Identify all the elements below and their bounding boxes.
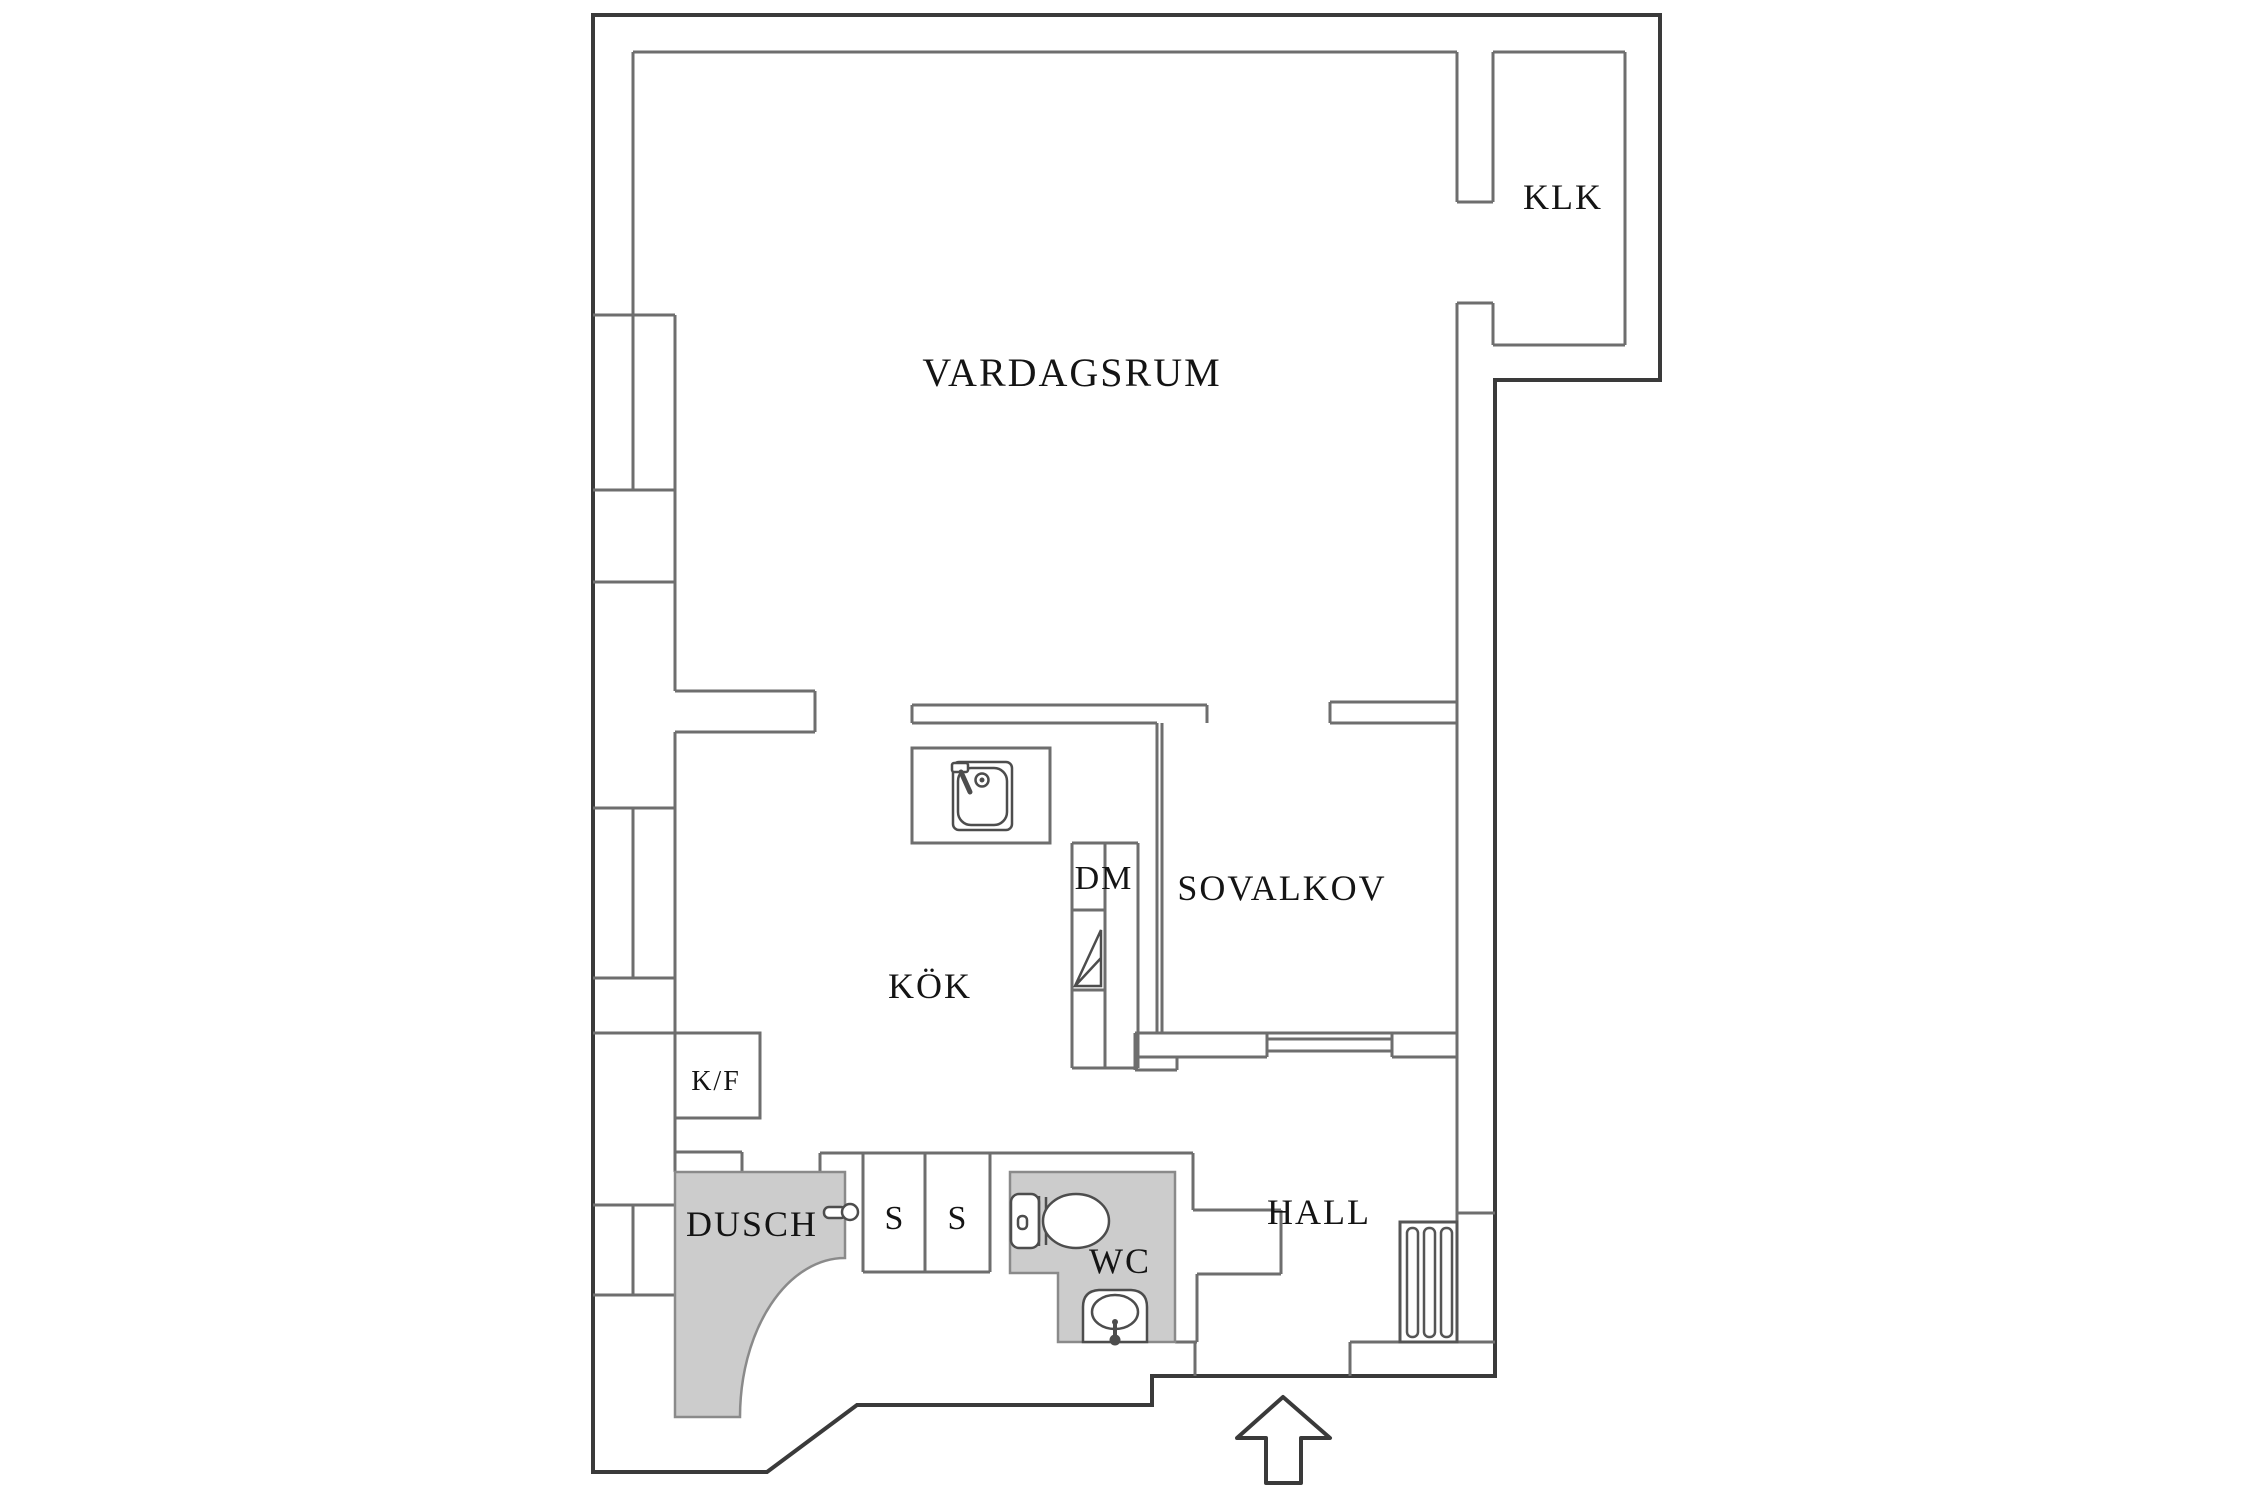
- exterior-wall-outline: [591, 13, 1662, 1474]
- room-label-klk: KLK: [1523, 177, 1603, 217]
- closet-label-s-right: S: [948, 1200, 969, 1237]
- room-label-dm: DM: [1075, 860, 1134, 897]
- window-symbols: [593, 52, 677, 1297]
- toilet-icon: [1009, 1192, 1111, 1250]
- dusch-room-floor: [673, 1170, 847, 1419]
- door-swing-wedge-icon: [1073, 929, 1103, 988]
- door-handle-icon: [822, 1202, 860, 1222]
- room-label-vardagsrum: VARDAGSRUM: [922, 350, 1221, 395]
- washbasin-icon: [1081, 1288, 1149, 1346]
- fridge-freezer-box: [675, 1031, 762, 1120]
- kitchen-counter: [910, 746, 1052, 845]
- closet-label-s-left: S: [885, 1200, 906, 1237]
- room-label-dusch: DUSCH: [686, 1204, 818, 1244]
- radiator-icon: [1398, 1220, 1459, 1344]
- room-labels: VARDAGSRUM KLK SOVALKOV KÖK DM K/F DUSCH…: [686, 177, 1603, 1281]
- entrance-arrow-icon: [1235, 1395, 1332, 1485]
- room-label-wc: WC: [1089, 1241, 1151, 1281]
- kitchen-sink-icon: [950, 760, 1014, 832]
- room-label-sovalkov: SOVALKOV: [1177, 868, 1386, 908]
- room-label-hall: HALL: [1267, 1192, 1371, 1232]
- room-label-kf: K/F: [691, 1066, 741, 1097]
- room-label-kok: KÖK: [888, 966, 972, 1006]
- dishwasher-cabinet-column: [1070, 841, 1140, 1070]
